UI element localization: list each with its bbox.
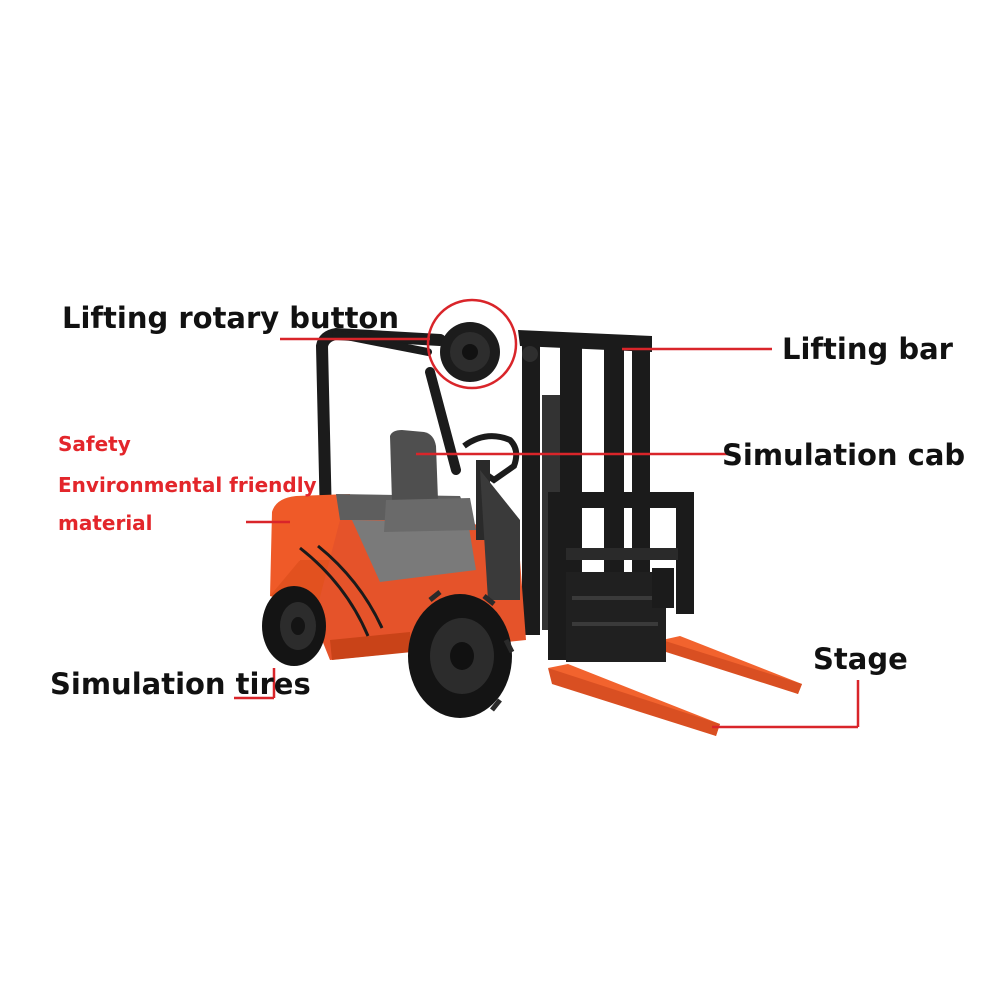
label-lifting-rotary-button: Lifting rotary button	[62, 301, 399, 335]
front-tire	[408, 590, 515, 718]
note-environmental-friendly: Environmental friendly	[58, 473, 317, 497]
rotary-button-callout-circle	[426, 298, 518, 390]
label-lifting-bar: Lifting bar	[782, 332, 953, 366]
label-simulation-tires: Simulation tires	[50, 667, 311, 701]
note-material: material	[58, 511, 153, 535]
note-safety: Safety	[58, 432, 131, 456]
fork-carriage	[548, 492, 694, 662]
callout-lines	[234, 298, 860, 729]
label-stage: Stage	[813, 642, 908, 676]
lifting-rotary-knob	[440, 322, 538, 382]
simulation-cab	[384, 430, 520, 600]
label-simulation-cab: Simulation cab	[722, 438, 966, 472]
rear-tire	[262, 586, 326, 666]
fork-stage	[548, 636, 802, 736]
